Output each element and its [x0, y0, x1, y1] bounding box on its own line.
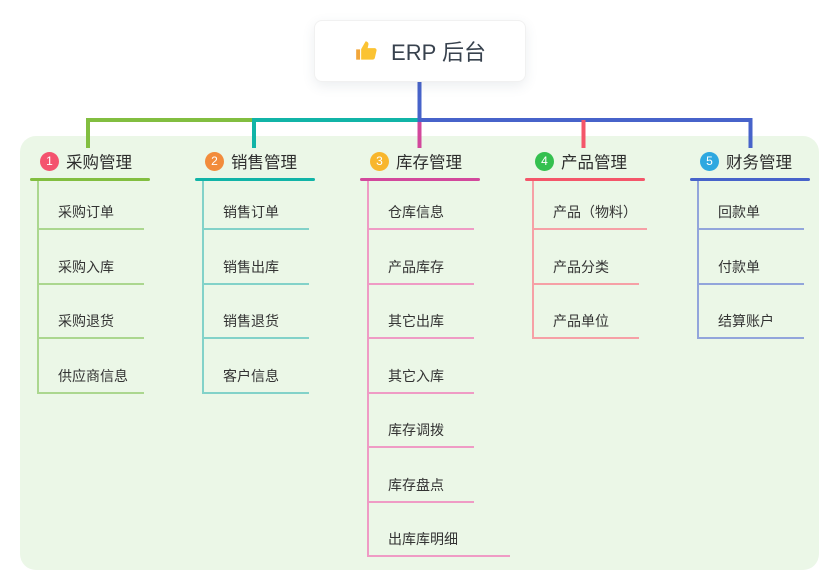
child-node[interactable]: 供应商信息: [39, 339, 150, 394]
child-label: 仓库信息: [369, 202, 474, 230]
branch-1-children: 采购订单 采购入库 采购退货 供应商信息: [37, 181, 150, 394]
branch-node-2[interactable]: 2 销售管理: [195, 148, 315, 174]
child-label: 产品（物料）: [534, 202, 647, 230]
branch-3-underline: [360, 178, 480, 181]
child-node[interactable]: 产品分类: [534, 230, 647, 285]
child-node[interactable]: 库存调拨: [369, 394, 510, 448]
child-node[interactable]: 其它入库: [369, 339, 510, 394]
branch-column-4: 4 产品管理 产品（物料） 产品分类 产品单位: [525, 148, 647, 339]
branch-node-1[interactable]: 1 采购管理: [30, 148, 150, 174]
branch-2-underline: [195, 178, 315, 181]
child-label: 销售订单: [204, 202, 309, 230]
child-node[interactable]: 采购入库: [39, 230, 150, 285]
child-node[interactable]: 其它出库: [369, 285, 510, 339]
branch-4-title: 产品管理: [561, 154, 627, 172]
branch-node-5[interactable]: 5 财务管理: [690, 148, 810, 174]
connector-branch-2: [252, 118, 421, 148]
child-label: 产品单位: [534, 311, 639, 339]
branch-1-badge: 1: [40, 151, 59, 171]
child-label: 产品库存: [369, 257, 474, 285]
child-node[interactable]: 结算账户: [699, 285, 810, 339]
child-label: 付款单: [699, 257, 804, 285]
branch-3-badge: 3: [370, 151, 389, 171]
branch-3-title: 库存管理: [396, 154, 462, 172]
branch-node-3[interactable]: 3 库存管理: [360, 148, 510, 174]
child-label: 其它出库: [369, 311, 474, 339]
child-node[interactable]: 销售出库: [204, 230, 315, 285]
child-label: 产品分类: [534, 257, 639, 285]
child-label: 采购订单: [39, 202, 144, 230]
child-node[interactable]: 产品（物料）: [534, 181, 647, 230]
child-node[interactable]: 库存盘点: [369, 448, 510, 503]
branch-5-underline: [690, 178, 810, 181]
child-label: 客户信息: [204, 366, 309, 394]
branch-3-children: 仓库信息 产品库存 其它出库 其它入库 库存调拨 库存盘点 出库库明细: [367, 181, 510, 557]
branch-5-title: 财务管理: [726, 154, 792, 172]
child-label: 库存盘点: [369, 475, 474, 503]
child-node[interactable]: 采购订单: [39, 181, 150, 230]
child-node[interactable]: 采购退货: [39, 285, 150, 339]
branch-4-underline: [525, 178, 645, 181]
branch-4-children: 产品（物料） 产品分类 产品单位: [532, 181, 647, 339]
branch-column-2: 2 销售管理 销售订单 销售出库 销售退货 客户信息: [195, 148, 315, 394]
child-node[interactable]: 产品库存: [369, 230, 510, 285]
branch-2-badge: 2: [205, 151, 224, 171]
child-node[interactable]: 回款单: [699, 181, 810, 230]
root-node[interactable]: ERP 后台: [314, 20, 526, 82]
child-label: 销售出库: [204, 257, 309, 285]
root-title: ERP 后台: [391, 40, 486, 65]
child-node[interactable]: 付款单: [699, 230, 810, 285]
child-node[interactable]: 销售退货: [204, 285, 315, 339]
child-node[interactable]: 仓库信息: [369, 181, 510, 230]
branch-1-underline: [30, 178, 150, 181]
branch-2-title: 销售管理: [231, 154, 297, 172]
child-label: 出库库明细: [369, 529, 510, 557]
canvas-panel: [20, 136, 819, 570]
branch-column-3: 3 库存管理 仓库信息 产品库存 其它出库 其它入库 库存调拨 库存盘点 出库库…: [360, 148, 510, 557]
connector-lines: [86, 82, 753, 148]
branch-column-1: 1 采购管理 采购订单 采购入库 采购退货 供应商信息: [30, 148, 150, 394]
child-label: 供应商信息: [39, 366, 144, 394]
child-label: 采购入库: [39, 257, 144, 285]
branch-5-children: 回款单 付款单 结算账户: [697, 181, 810, 339]
child-node[interactable]: 出库库明细: [369, 503, 510, 557]
branch-4-badge: 4: [535, 151, 554, 171]
branch-node-4[interactable]: 4 产品管理: [525, 148, 647, 174]
child-label: 库存调拨: [369, 420, 474, 448]
thumbs-up-icon: [356, 41, 377, 60]
child-node[interactable]: 产品单位: [534, 285, 647, 339]
branch-2-children: 销售订单 销售出库 销售退货 客户信息: [202, 181, 315, 394]
child-label: 其它入库: [369, 366, 474, 394]
child-label: 采购退货: [39, 311, 144, 339]
child-node[interactable]: 销售订单: [204, 181, 315, 230]
branch-5-badge: 5: [700, 151, 719, 171]
child-label: 结算账户: [699, 311, 804, 339]
child-label: 销售退货: [204, 311, 309, 339]
connector-branch-1: [86, 118, 256, 148]
child-node[interactable]: 客户信息: [204, 339, 315, 394]
branch-column-5: 5 财务管理 回款单 付款单 结算账户: [690, 148, 810, 339]
child-label: 回款单: [699, 202, 804, 230]
branch-1-title: 采购管理: [66, 154, 132, 172]
